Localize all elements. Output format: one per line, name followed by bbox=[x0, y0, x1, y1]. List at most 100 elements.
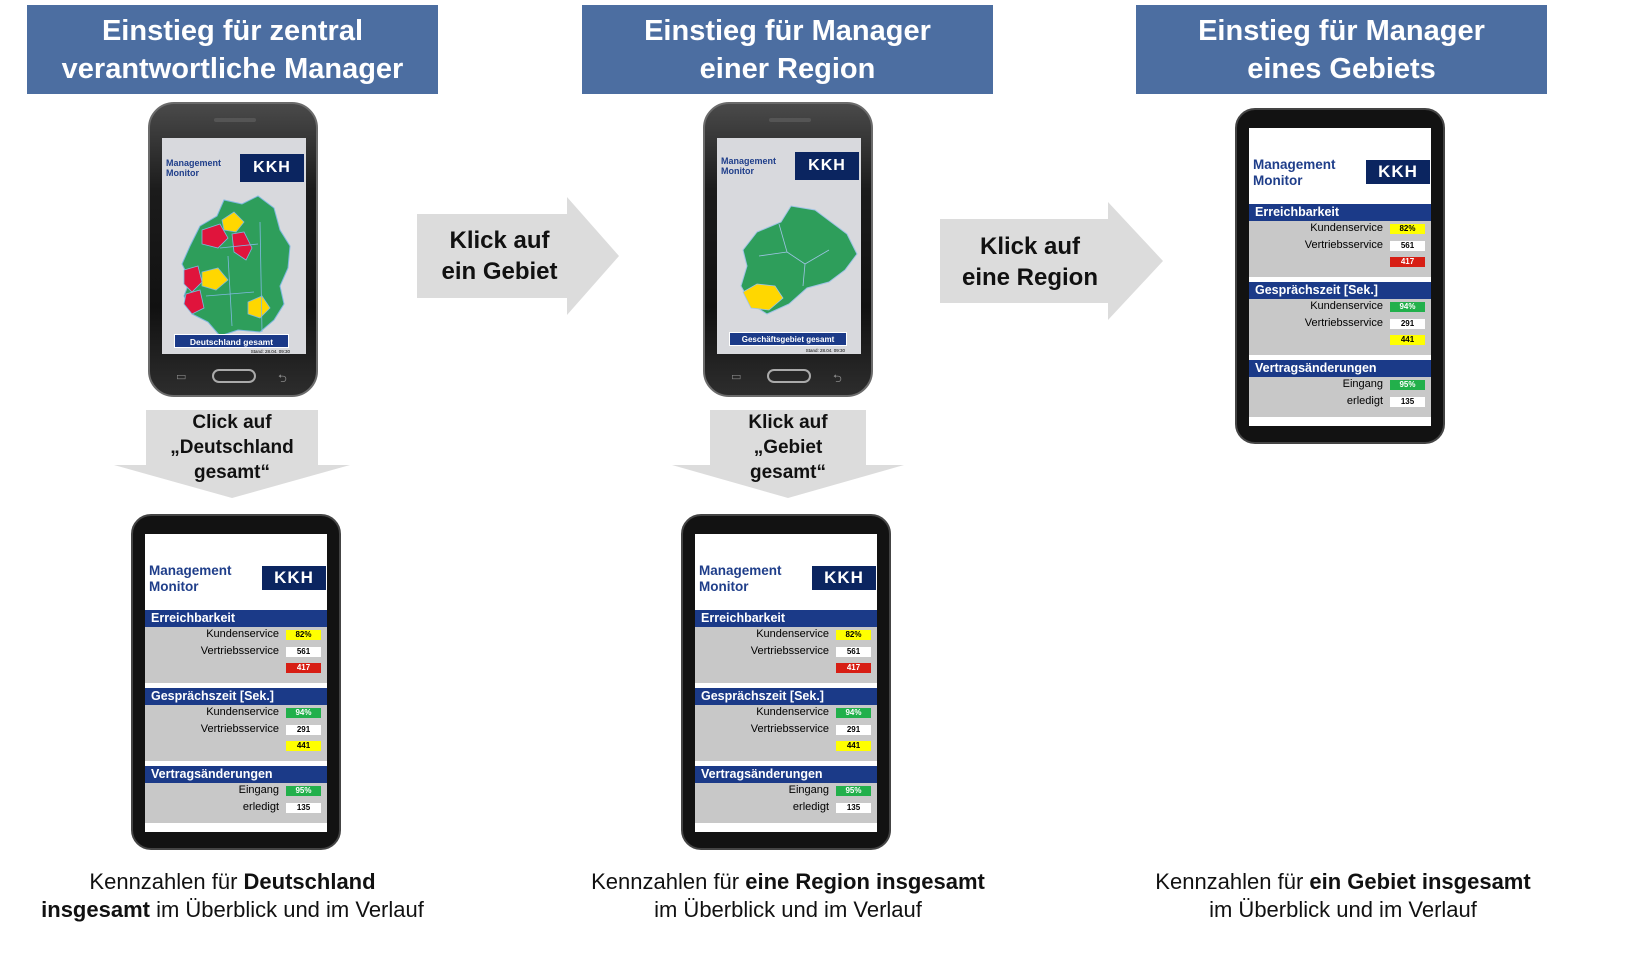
phone-germany-map: Management Monitor KKH Deutschland gesam… bbox=[148, 102, 318, 397]
header-line: Einstieg für Manager bbox=[1198, 14, 1485, 47]
section-header[interactable]: Gesprächszeit [Sek.] bbox=[145, 688, 327, 705]
metric-value: 82% bbox=[286, 630, 321, 640]
header-area-managers: Einstieg für Manager eines Gebiets bbox=[1136, 5, 1547, 94]
caption-line: im Überblick und im Verlauf bbox=[1110, 896, 1576, 924]
caption-text: im Überblick und im Verlauf bbox=[149, 897, 424, 922]
timestamp: Stand: 28.04. 09:30 bbox=[805, 348, 845, 353]
metric-label: Vertriebsservice bbox=[200, 722, 279, 735]
arrow-label: Klick auf eine Region bbox=[940, 231, 1120, 293]
caption-text: Kennzahlen für bbox=[1155, 869, 1310, 894]
metric-label: Eingang bbox=[788, 784, 829, 796]
region-map[interactable] bbox=[717, 192, 861, 332]
metric-label: Kundenservice bbox=[756, 706, 829, 718]
section-header[interactable]: Vertragsänderungen bbox=[695, 766, 877, 783]
metric-value: 441 bbox=[286, 741, 321, 751]
metric-label: Vertriebsservice bbox=[1304, 316, 1383, 329]
header-central-managers: Einstieg für zentral verantwortliche Man… bbox=[27, 5, 438, 94]
metric-value: 291 bbox=[1390, 318, 1425, 329]
metric-label: Kundenservice bbox=[206, 628, 279, 640]
arrow-down-shape bbox=[672, 410, 904, 498]
header-line: Einstieg für Manager bbox=[644, 14, 931, 47]
back-icon[interactable]: ⮌ bbox=[833, 372, 842, 385]
header-region-managers: Einstieg für Manager einer Region bbox=[582, 5, 993, 94]
section-header[interactable]: Erreichbarkeit bbox=[695, 610, 877, 627]
arrow-right-shape bbox=[940, 202, 1163, 320]
caption-region: Kennzahlen für eine Region insgesamt im … bbox=[548, 868, 1028, 924]
metric-value: 561 bbox=[286, 646, 321, 657]
metric-value: 135 bbox=[1390, 396, 1425, 407]
metric-label: erledigt bbox=[242, 800, 279, 813]
arrow-label-line: gesamt“ bbox=[749, 462, 827, 483]
section-header[interactable]: Gesprächszeit [Sek.] bbox=[1249, 282, 1431, 299]
arrow-label-line: „Deutschland bbox=[170, 437, 294, 458]
header-line: verantwortliche Manager bbox=[61, 52, 404, 85]
caption-bold: insgesamt bbox=[41, 897, 150, 922]
caption-bold: eine Region insgesamt bbox=[745, 869, 985, 894]
metric-value: 95% bbox=[286, 786, 321, 796]
home-button[interactable] bbox=[212, 369, 256, 383]
arrow-label-line: Klick auf bbox=[979, 233, 1081, 260]
arrow-label: Klick auf „Gebiet gesamt“ bbox=[672, 410, 904, 485]
caption-line: im Überblick und im Verlauf bbox=[548, 896, 1028, 924]
metric-value: 82% bbox=[836, 630, 871, 640]
metric-label: Kundenservice bbox=[756, 628, 829, 640]
section-header[interactable]: Vertragsänderungen bbox=[1249, 360, 1431, 377]
app-title-line: Management bbox=[149, 563, 232, 578]
arrow-label-line: gesamt“ bbox=[193, 462, 271, 483]
germany-map[interactable] bbox=[162, 186, 306, 354]
kkh-logo: KKH bbox=[1366, 160, 1430, 184]
caption-text: im Überblick und im Verlauf bbox=[1209, 897, 1477, 922]
header-line: einer Region bbox=[699, 52, 876, 85]
recent-apps-icon[interactable]: ▭ bbox=[176, 370, 187, 383]
metric-value: 95% bbox=[1390, 380, 1425, 390]
metric-value: 561 bbox=[1390, 240, 1425, 251]
metric-value: 441 bbox=[1390, 335, 1425, 345]
section-header[interactable]: Gesprächszeit [Sek.] bbox=[695, 688, 877, 705]
metric-label: Vertriebsservice bbox=[750, 722, 829, 735]
kkh-logo: KKH bbox=[262, 566, 326, 590]
home-button[interactable] bbox=[767, 369, 811, 383]
metric-value: 417 bbox=[1390, 257, 1425, 267]
metric-value: 95% bbox=[836, 786, 871, 796]
kkh-logo: KKH bbox=[795, 152, 859, 180]
phone-speaker bbox=[769, 118, 811, 122]
metric-value: 94% bbox=[286, 708, 321, 718]
header-line: eines Gebiets bbox=[1247, 52, 1436, 85]
back-icon[interactable]: ⮌ bbox=[278, 372, 287, 385]
germany-total-button[interactable]: Deutschland gesamt bbox=[174, 334, 289, 348]
recent-apps-icon[interactable]: ▭ bbox=[731, 370, 742, 383]
metric-label: Kundenservice bbox=[206, 706, 279, 718]
kkh-logo: KKH bbox=[812, 566, 876, 590]
area-total-button[interactable]: Geschäftsgebiet gesamt bbox=[729, 332, 847, 346]
section-header[interactable]: Erreichbarkeit bbox=[1249, 204, 1431, 221]
arrow-down-shape bbox=[114, 410, 350, 498]
arrow-click-region: Klick auf eine Region bbox=[940, 202, 1163, 320]
caption-text: im Überblick und im Verlauf bbox=[654, 897, 922, 922]
app-title-line: Monitor bbox=[721, 166, 754, 177]
metric-label: Vertriebsservice bbox=[750, 644, 829, 657]
section-header[interactable]: Erreichbarkeit bbox=[145, 610, 327, 627]
metric-label: Vertriebsservice bbox=[200, 644, 279, 657]
phone-region-map: Management Monitor KKH Geschäftsgebiet g… bbox=[703, 102, 873, 397]
arrow-label: Klick auf ein Gebiet bbox=[417, 225, 582, 287]
arrow-right-shape bbox=[417, 197, 619, 315]
arrow-label-line: ein Gebiet bbox=[441, 258, 558, 285]
metric-label: erledigt bbox=[792, 800, 829, 813]
section-header[interactable]: Vertragsänderungen bbox=[145, 766, 327, 783]
metric-label: erledigt bbox=[1346, 394, 1383, 407]
arrow-label: Click auf „Deutschland gesamt“ bbox=[114, 410, 350, 485]
arrow-label-line: Click auf bbox=[192, 412, 272, 433]
arrow-click-germany-total: Click auf „Deutschland gesamt“ bbox=[114, 410, 350, 498]
app-title: Management Monitor bbox=[721, 156, 776, 177]
app-title-line: Monitor bbox=[699, 578, 749, 594]
